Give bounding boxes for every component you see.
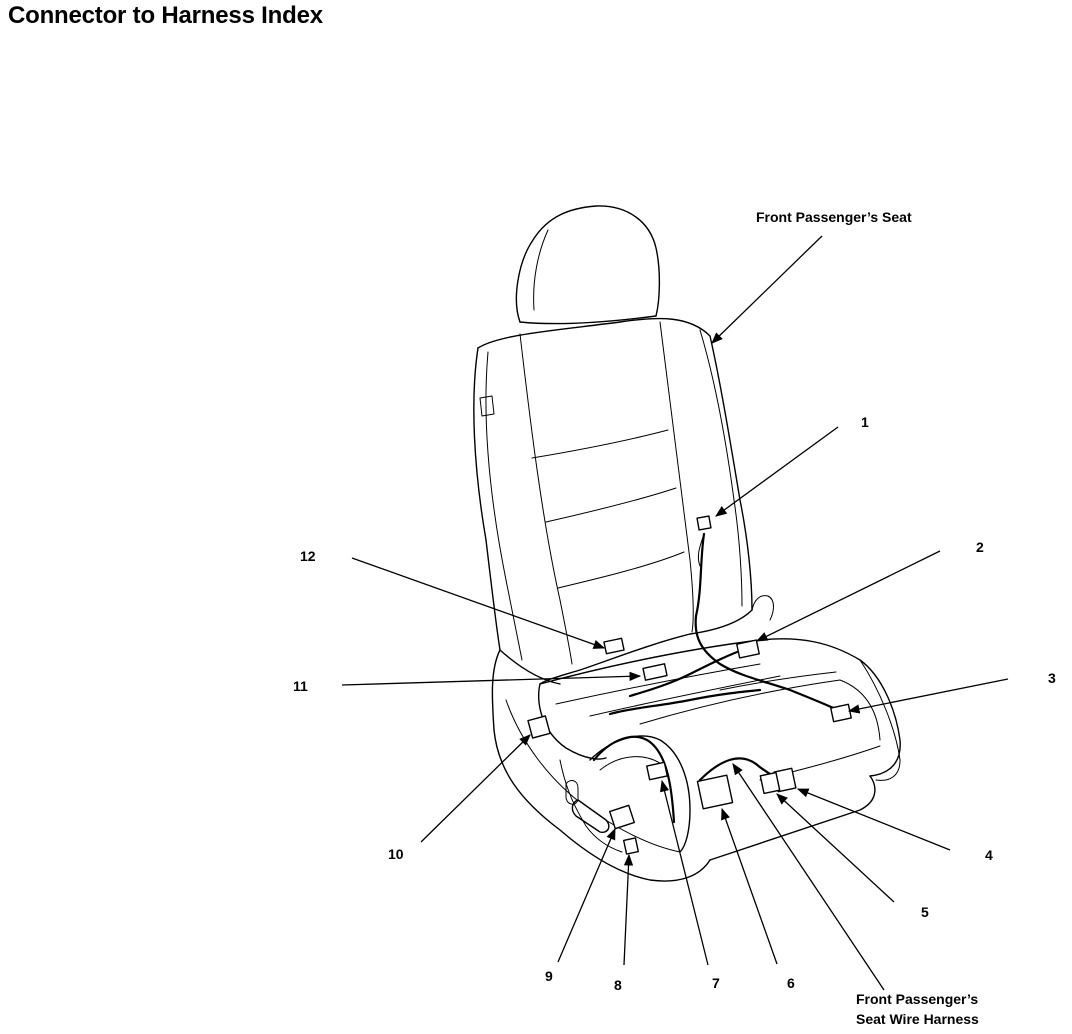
- callout-7: 7: [712, 975, 720, 991]
- leader-1: [715, 426, 839, 517]
- callout-10: 10: [388, 846, 404, 862]
- harness-label-line2: Seat Wire Harness: [856, 1011, 979, 1027]
- connector-11: [642, 663, 668, 681]
- leader-lines: [341, 235, 1009, 991]
- callout-11: 11: [293, 678, 308, 694]
- leader-12: [351, 557, 606, 649]
- leader-5: [776, 793, 895, 903]
- connector-3: [830, 703, 852, 723]
- leader-seat: [711, 235, 823, 344]
- connectors: [527, 515, 852, 855]
- connector-7: [646, 761, 668, 781]
- connector-10: [527, 715, 551, 739]
- callout-8: 8: [614, 977, 622, 993]
- headrest: [515, 205, 661, 325]
- callout-6: 6: [787, 975, 795, 991]
- leader-7: [660, 779, 709, 966]
- leader-6: [721, 807, 778, 965]
- connector-12: [603, 637, 625, 655]
- callout-5: 5: [921, 904, 929, 920]
- connector-6: [696, 774, 734, 810]
- page-title: Connector to Harness Index: [8, 2, 323, 29]
- callout-9: 9: [545, 968, 553, 984]
- connector-8: [622, 837, 640, 855]
- leader-4: [796, 788, 951, 851]
- seat-base: [491, 649, 901, 882]
- leader-11: [341, 671, 642, 686]
- connector-1: [696, 515, 712, 531]
- seat-cushion: [537, 638, 901, 781]
- leader-10: [420, 734, 531, 843]
- callout-2: 2: [976, 539, 984, 555]
- leader-8: [623, 853, 634, 966]
- connector-5: [759, 771, 781, 795]
- leader-9: [557, 827, 616, 963]
- seatback: [473, 317, 774, 685]
- callout-1: 1: [861, 414, 869, 430]
- leader-harness: [732, 763, 885, 991]
- connector-2: [736, 639, 760, 659]
- callout-3: 3: [1048, 670, 1056, 686]
- callout-12: 12: [300, 548, 316, 564]
- callout-4: 4: [985, 847, 993, 863]
- seat-label: Front Passenger’s Seat: [756, 209, 912, 225]
- leader-3: [847, 678, 1009, 714]
- leader-2: [755, 550, 941, 642]
- harness-label-line1: Front Passenger’s: [856, 991, 979, 1007]
- connector-9: [609, 804, 635, 830]
